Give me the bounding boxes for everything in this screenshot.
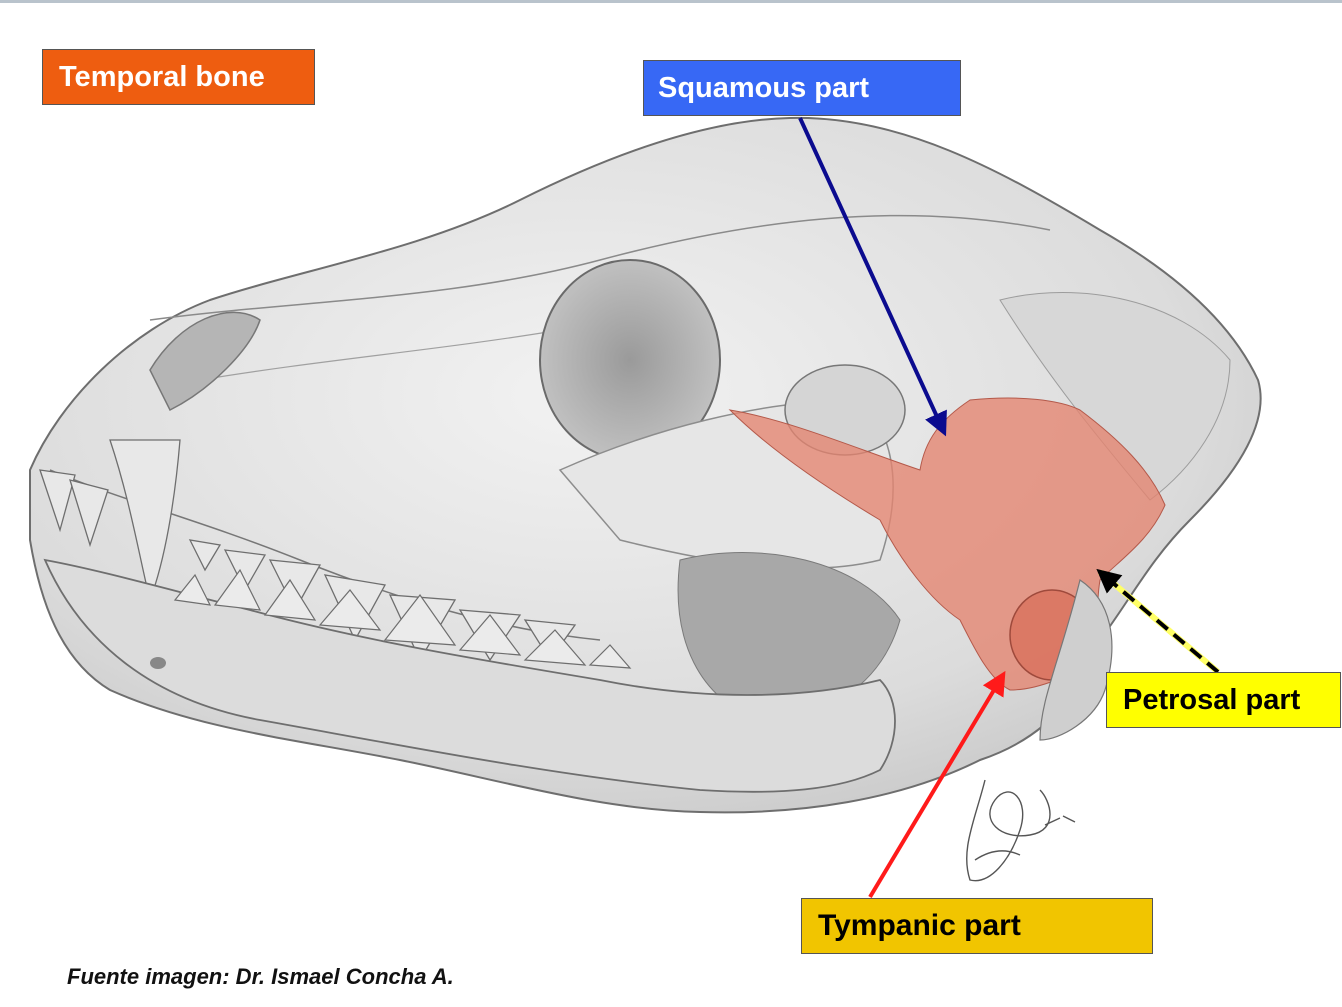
lower-teeth (173, 568, 632, 669)
source-credit: Fuente imagen: Dr. Ismael Concha A. (67, 964, 454, 989)
temporal-bone-label: Temporal bone (42, 49, 315, 105)
top-rule (0, 0, 1342, 3)
squamous-arrow (798, 117, 947, 437)
tympanic-arrow (868, 670, 1006, 899)
petrosal-arrow (1096, 568, 1220, 674)
mandible (43, 558, 896, 793)
tympanic-part-label: Tympanic part (801, 898, 1153, 954)
artist-signature (966, 779, 1076, 882)
petrosal-part-label: Petrosal part (1106, 672, 1341, 728)
squamous-part-label: Squamous part (643, 60, 961, 116)
